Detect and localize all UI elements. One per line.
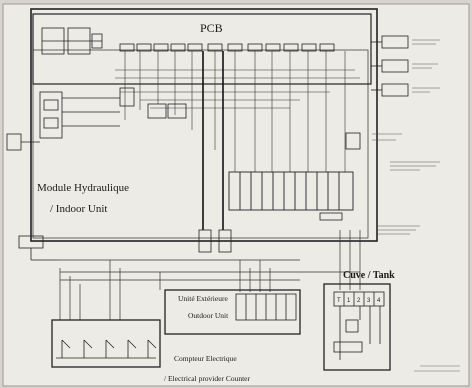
tank-internal-components — [333, 306, 381, 360]
pcb-box — [32, 13, 372, 85]
right-external-devices — [345, 35, 409, 150]
main-power-lines — [202, 51, 224, 230]
meter-title: Compteur Electrique — [174, 354, 237, 363]
module-subtitle: / Indoor Unit — [50, 203, 107, 215]
right-annotation-ticks — [372, 39, 440, 235]
indoor-terminal-block — [228, 171, 354, 211]
tank-terminal-label: 2 — [357, 298, 361, 304]
paper-sheet — [2, 3, 470, 387]
pcb-label: PCB — [200, 21, 223, 35]
left-contactor-group — [39, 91, 120, 139]
tank-terminal-label: 3 — [367, 298, 371, 304]
mid-relays — [119, 87, 187, 119]
hydraulic-module-box — [32, 49, 369, 239]
left-external-sensors — [6, 133, 60, 261]
cable-runs — [59, 230, 361, 320]
lower-connectors — [198, 229, 232, 253]
relay-component-top-left — [41, 27, 103, 55]
outdoor-unit-frame — [164, 289, 301, 335]
tank-terminal-labels: T 1 2 3 4 — [337, 298, 381, 304]
outdoor-terminal-block — [235, 293, 297, 321]
tank-title: Cuve / Tank — [343, 270, 395, 281]
outdoor-title: Unité Extérieure — [178, 294, 228, 303]
tank-frame — [323, 283, 391, 371]
module-title: Module Hydraulique — [37, 182, 129, 194]
tank-terminal-label: 1 — [347, 298, 351, 304]
footer-note — [414, 365, 460, 372]
counter-frame — [51, 319, 161, 368]
tank-terminal-label: T — [337, 298, 341, 304]
indoor-unit-frame — [30, 8, 378, 242]
counter-switches — [56, 339, 157, 359]
aux-terminal — [319, 212, 343, 221]
pcb-connector-row — [119, 43, 335, 52]
meter-subtitle: / Electrical provider Counter — [164, 374, 251, 383]
tank-terminal-block — [333, 291, 385, 307]
outdoor-subtitle: Outdoor Unit — [188, 311, 229, 320]
tank-terminal-label: 4 — [377, 298, 381, 304]
